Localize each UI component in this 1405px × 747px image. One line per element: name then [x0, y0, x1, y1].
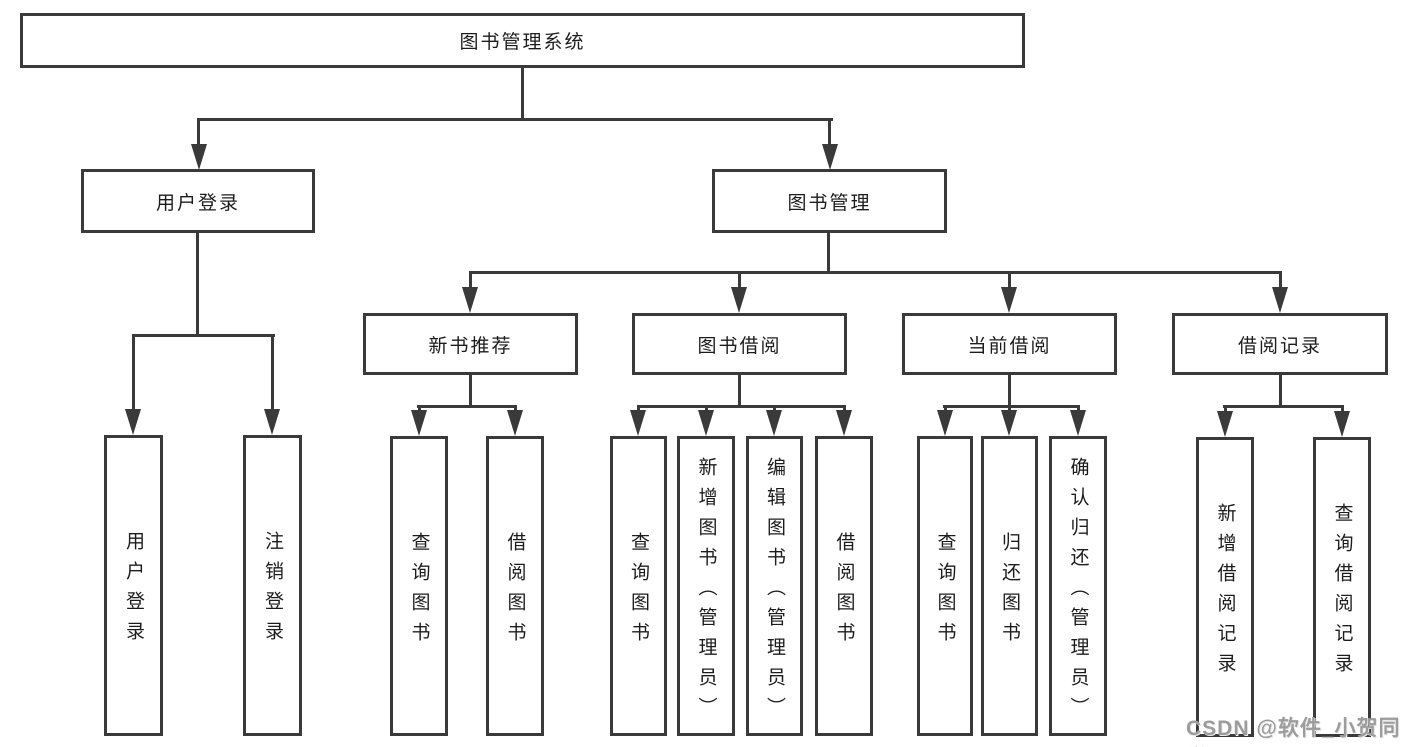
- node-root-library-system: 图书管理系统: [20, 13, 1025, 68]
- node-label: 编辑图书（管理员）: [764, 456, 785, 727]
- connector-records-stem: [1279, 375, 1282, 408]
- arrowhead-query-book-1: [411, 410, 427, 436]
- node-label: 当前借阅: [967, 335, 1052, 357]
- leaf-borrow-book-under-borrowing: 借阅图书: [815, 436, 873, 736]
- connector-borrow-rail: [637, 405, 846, 408]
- connector-login-rail: [132, 334, 275, 337]
- node-label: 查询图书: [408, 531, 430, 652]
- connector-drop-current-borrow: [1008, 271, 1011, 293]
- node-label: 图书借阅: [697, 335, 782, 357]
- connector-drop-new-book-rec: [469, 271, 472, 293]
- connector-drop-borrow-records: [1279, 271, 1282, 293]
- arrowhead-borrow-records: [1272, 287, 1288, 313]
- node-label: 归还图书: [999, 531, 1020, 652]
- leaf-return-book: 归还图书: [981, 436, 1038, 736]
- node-current-borrowing: 当前借阅: [902, 313, 1117, 375]
- arrowhead-query-book-2: [630, 410, 646, 436]
- node-borrowing-records: 借阅记录: [1172, 313, 1388, 375]
- leaf-edit-book-admin: 编辑图书（管理员）: [746, 436, 803, 736]
- connector-borrow-stem: [738, 375, 741, 408]
- arrowhead-new-book-rec: [462, 287, 478, 313]
- connector-drop-book-borrow: [738, 271, 741, 293]
- connector-records-rail: [1223, 405, 1344, 408]
- arrowhead-add-book: [698, 410, 714, 436]
- node-label: 借阅记录: [1237, 335, 1322, 357]
- leaf-borrow-book-under-recommendation: 借阅图书: [486, 436, 544, 736]
- leaf-add-borrow-record: 新增借阅记录: [1196, 437, 1254, 737]
- leaf-query-borrow-record: 查询借阅记录: [1313, 437, 1371, 737]
- leaf-user-login: 用户登录: [104, 435, 163, 736]
- arrowhead-borrow-book-1: [507, 410, 523, 436]
- node-label: 新增借阅记录: [1214, 502, 1236, 683]
- leaf-query-book-under-recommendation: 查询图书: [390, 436, 448, 736]
- node-label: 查询借阅记录: [1331, 502, 1353, 683]
- arrowhead-leaf-user-login: [125, 409, 141, 435]
- csdn-watermark: CSDN @软件_小贺同学: [1186, 717, 1401, 740]
- node-label: 查询图书: [628, 531, 649, 652]
- leaf-logout: 注销登录: [243, 435, 302, 736]
- arrowhead-confirm-return: [1070, 410, 1086, 436]
- arrowhead-current-borrow: [1001, 287, 1017, 313]
- node-label: 借阅图书: [833, 531, 855, 652]
- connector-mgmt-rail: [469, 271, 1282, 274]
- connector-drop-leaf-logout: [271, 334, 274, 414]
- arrowhead-book-borrow: [731, 287, 747, 313]
- node-label: 用户登录: [155, 192, 240, 214]
- connector-login-stem: [196, 232, 199, 336]
- node-label: 用户登录: [123, 531, 144, 651]
- leaf-query-book-under-borrowing: 查询图书: [610, 436, 667, 736]
- leaf-query-book-under-current: 查询图书: [917, 436, 973, 736]
- connector-current-stem: [1008, 375, 1011, 408]
- arrowhead-edit-book: [766, 410, 782, 436]
- connector-root-stem: [521, 68, 524, 121]
- leaf-add-book-admin: 新增图书（管理员）: [677, 436, 735, 736]
- node-book-borrowing: 图书借阅: [632, 313, 847, 375]
- arrowhead-return-book: [1001, 410, 1017, 436]
- connector-root-rail: [198, 118, 833, 121]
- node-user-login: 用户登录: [81, 169, 315, 233]
- connector-current-rail: [943, 405, 1080, 408]
- connector-rec-rail: [417, 405, 517, 408]
- arrowhead-user-login: [191, 144, 207, 170]
- connector-rec-stem: [469, 375, 472, 408]
- node-new-book-recommendation: 新书推荐: [363, 313, 578, 375]
- connector-mgmt-stem: [827, 232, 830, 274]
- connector-drop-user-login: [197, 118, 200, 150]
- node-label: 图书管理系统: [459, 32, 586, 53]
- node-book-management: 图书管理: [712, 169, 947, 233]
- arrowhead-book-management: [822, 144, 838, 170]
- arrowhead-add-borrow-record: [1217, 411, 1233, 437]
- arrowhead-borrow-book-2: [836, 410, 852, 436]
- connector-drop-book-management: [828, 118, 831, 150]
- arrowhead-leaf-logout: [264, 409, 280, 435]
- arrowhead-query-book-3: [937, 410, 953, 436]
- node-label: 新书推荐: [428, 335, 513, 357]
- node-label: 确认归还（管理员）: [1067, 456, 1089, 727]
- node-label: 查询图书: [934, 531, 956, 652]
- leaf-confirm-return-admin: 确认归还（管理员）: [1049, 436, 1107, 736]
- node-label: 借阅图书: [504, 531, 526, 652]
- connector-drop-leaf-user-login: [132, 334, 135, 414]
- node-label: 图书管理: [787, 192, 872, 214]
- node-label: 注销登录: [262, 531, 283, 651]
- node-label: 新增图书（管理员）: [695, 456, 717, 727]
- arrowhead-query-borrow-record: [1334, 411, 1350, 437]
